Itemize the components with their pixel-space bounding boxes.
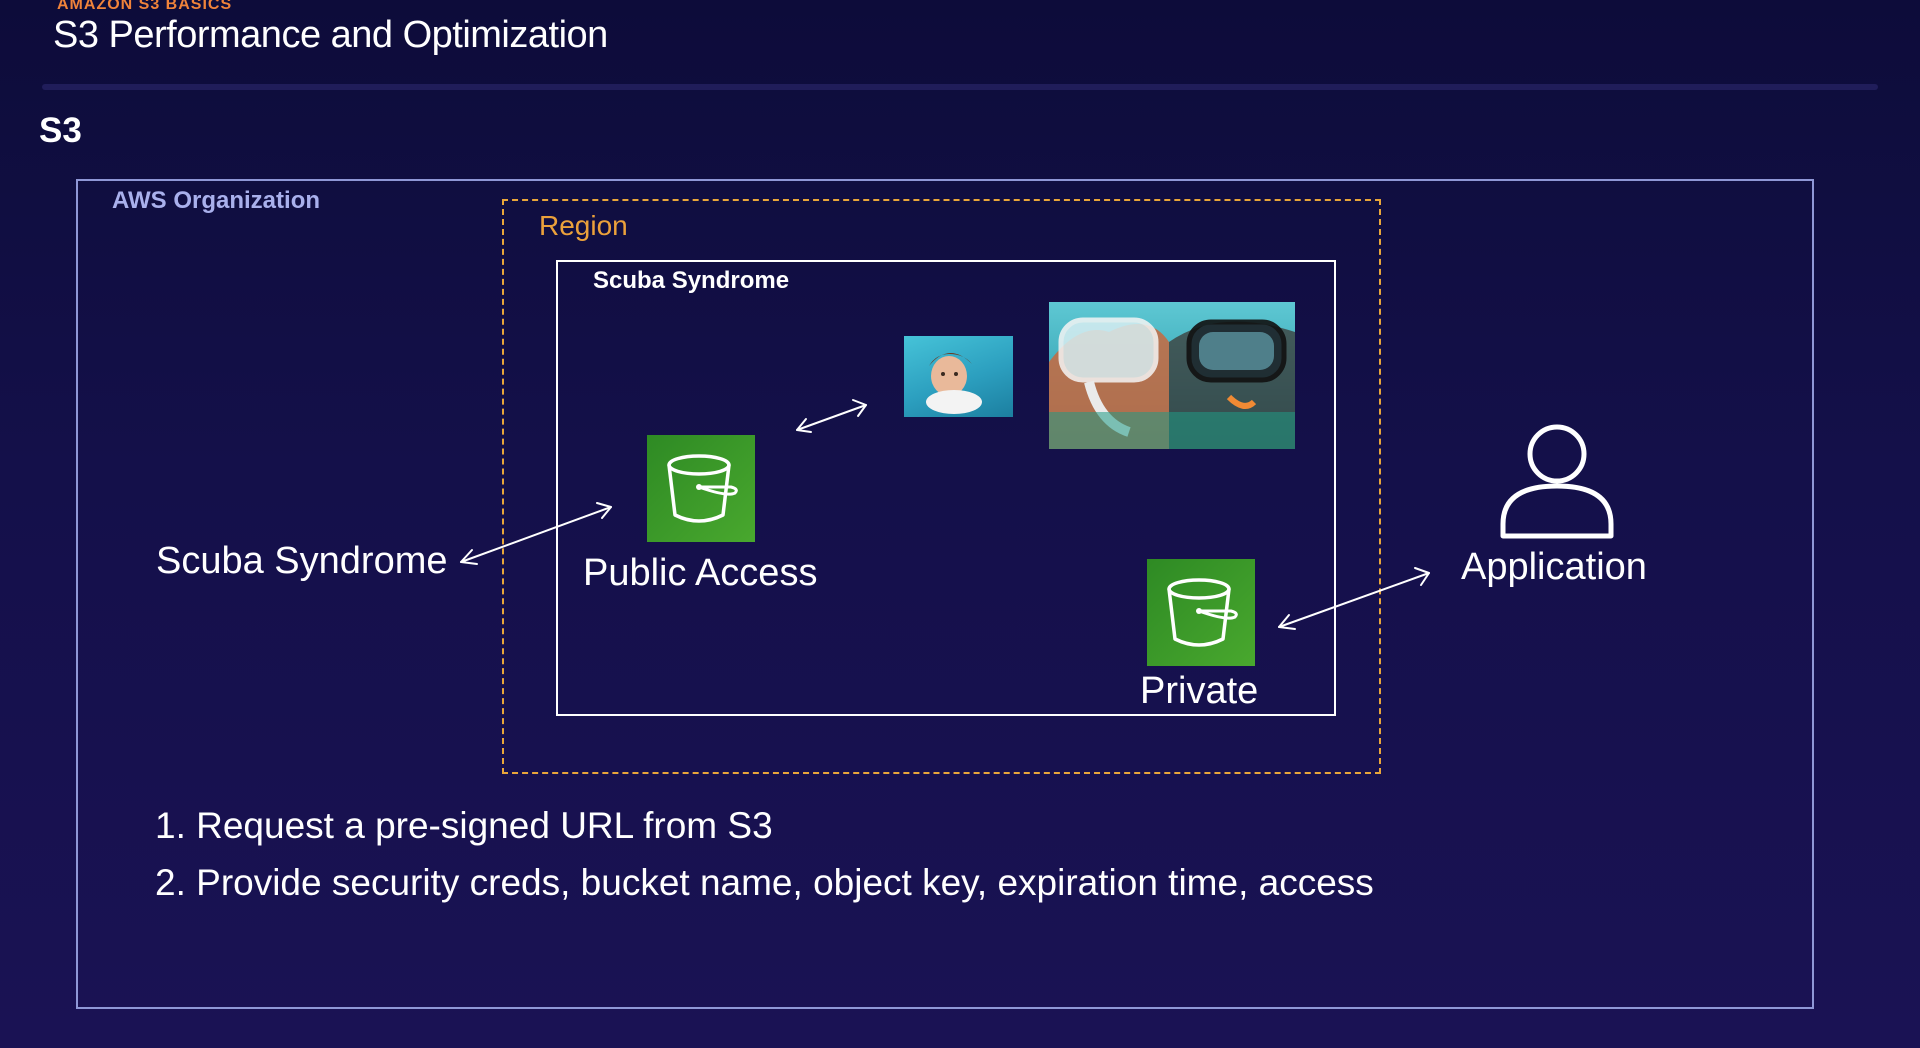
child-underwater-photo	[904, 336, 1013, 417]
step-2: 2. Provide security creds, bucket name, …	[155, 862, 1374, 903]
public-bucket-tile	[647, 435, 755, 542]
private-bucket-label: Private	[1140, 670, 1259, 712]
course-eyebrow: AMAZON S3 BASICS	[57, 0, 233, 13]
private-bucket-tile	[1147, 559, 1255, 666]
account-box	[556, 260, 1336, 716]
external-client-label: Scuba Syndrome	[156, 540, 448, 582]
s3-bucket-icon	[667, 454, 738, 523]
s3-bucket-icon	[1167, 578, 1238, 647]
step-1: 1. Request a pre-signed URL from S3	[155, 805, 773, 846]
bidirectional-arrow-client-public	[460, 502, 612, 565]
page-title: S3 Performance and Optimization	[53, 14, 608, 56]
user-icon	[1500, 424, 1614, 545]
region-box	[502, 199, 1381, 774]
public-bucket-label: Public Access	[583, 552, 818, 594]
account-label: Scuba Syndrome	[593, 267, 790, 294]
bidirectional-arrow-public-photos	[796, 399, 867, 433]
snorkel-selfie-photo	[1049, 302, 1295, 449]
region-label: Region	[539, 210, 628, 241]
application-label: Application	[1461, 546, 1647, 588]
title-divider	[42, 84, 1878, 90]
aws-organization-box	[76, 179, 1814, 1009]
bidirectional-arrow-private-application	[1278, 567, 1430, 630]
aws-organization-label: AWS Organization	[112, 187, 321, 214]
section-label: S3	[39, 111, 82, 150]
